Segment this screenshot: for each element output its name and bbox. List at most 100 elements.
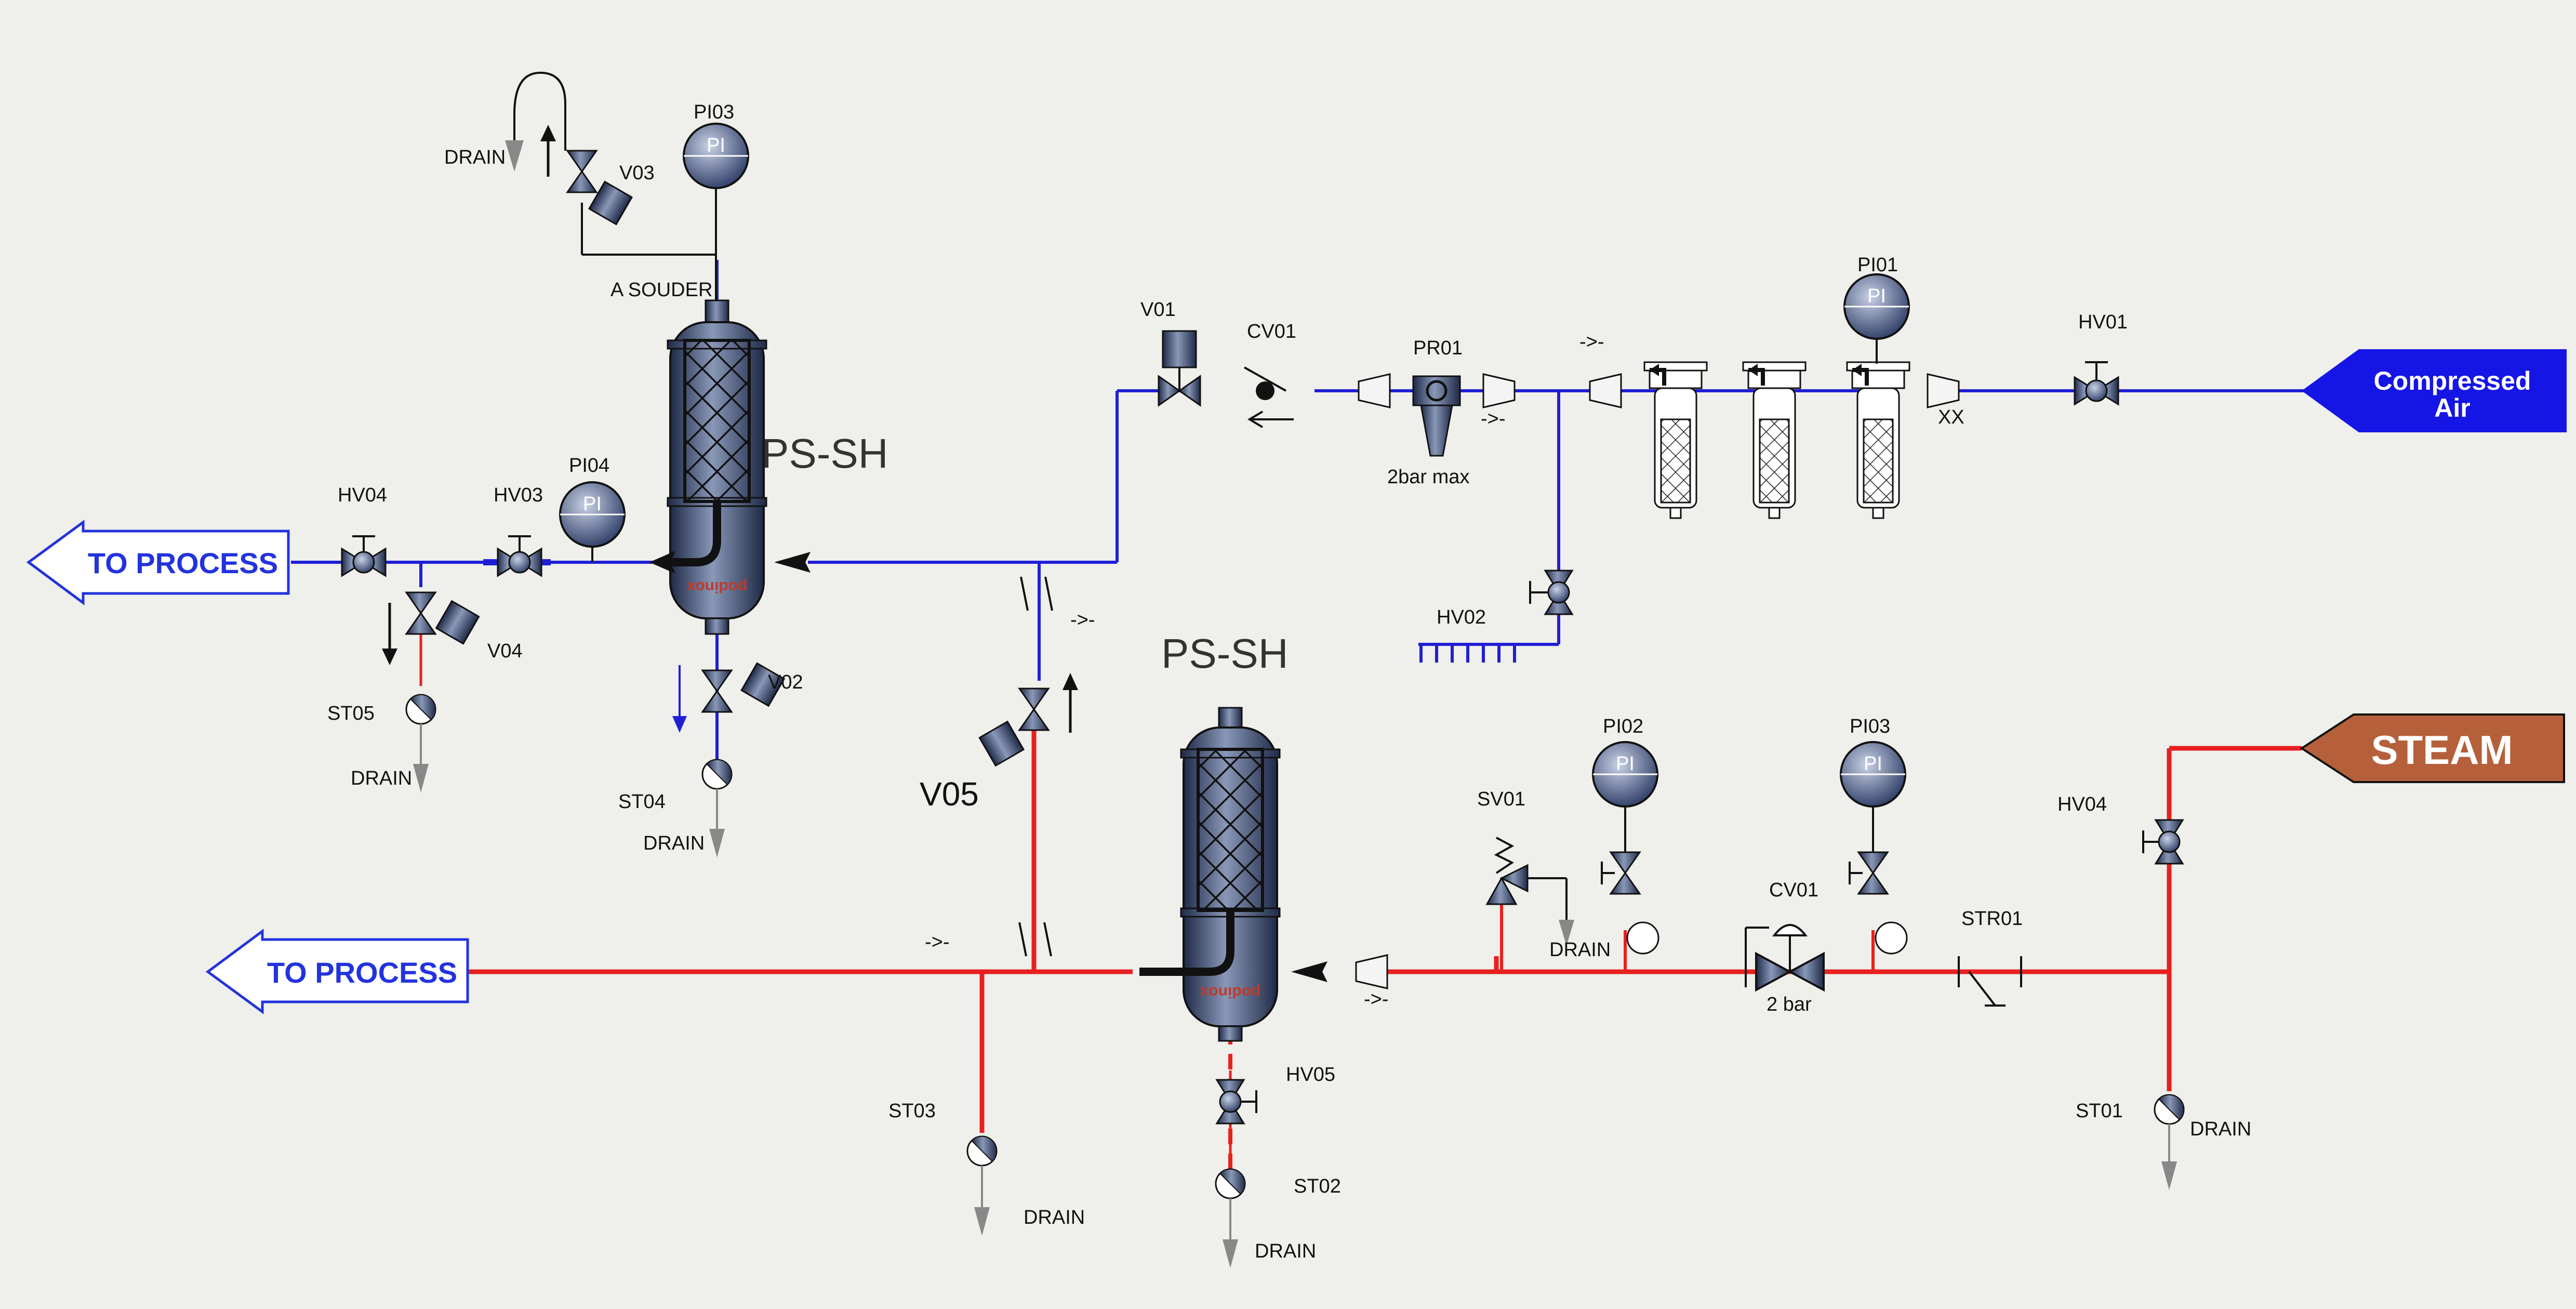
xx-label: XX [1938, 406, 1964, 428]
v05-valve[interactable] [978, 687, 1050, 767]
pi03-steam-isolation-valve[interactable] [1849, 851, 1889, 895]
st02-label: ST02 [1294, 1175, 1341, 1197]
cross-flow-arrow: ->- [1070, 609, 1095, 631]
bottom-vessel-label: PS-SH [1161, 630, 1289, 677]
st04-label: ST04 [618, 791, 666, 813]
steam-flow-arrow: ->- [1364, 988, 1389, 1010]
st02-drain-label: DRAIN [1255, 1240, 1316, 1262]
pi04-label: PI04 [569, 455, 609, 477]
pi04-gauge[interactable]: PI [559, 481, 626, 548]
compressed-air-label-1: Compressed [2374, 366, 2531, 395]
flow-arrow-label-2: ->- [1481, 408, 1506, 430]
sv01-label: SV01 [1477, 788, 1525, 810]
v03-label: V03 [619, 162, 655, 184]
hv03-label: HV03 [494, 484, 543, 506]
v03-drain-label: DRAIN [444, 147, 506, 168]
brand-label-top: podinox [686, 578, 747, 596]
steam-thin-piping [419, 613, 1232, 1154]
st03-drain-label: DRAIN [1024, 1207, 1085, 1228]
pr01-label: PR01 [1413, 337, 1463, 359]
v01-solenoid-valve[interactable] [1158, 330, 1201, 406]
compressed-air-banner: Compressed Air [2302, 349, 2567, 432]
pi02-isolation-valve[interactable] [1601, 851, 1641, 895]
pi02-label: PI02 [1603, 716, 1643, 737]
reducer-icon-4 [1358, 373, 1391, 408]
st05-label: ST05 [327, 703, 375, 724]
hv04-steam-label: HV04 [2057, 794, 2107, 815]
filter-1 [1847, 362, 1909, 518]
pi-symbol: PI [1864, 753, 1882, 775]
steam-piping [468, 728, 2302, 1133]
st04-trap-icon[interactable] [701, 759, 733, 790]
bottom-separator-vessel[interactable]: podinox [1139, 707, 1281, 1042]
v05-label: V05 [920, 775, 979, 813]
top-separator-vessel[interactable]: podinox [649, 299, 767, 635]
st03-label: ST03 [888, 1100, 936, 1122]
hv04-air-valve[interactable] [341, 535, 387, 577]
cv01-label: CV01 [1247, 321, 1296, 342]
pr01-regulator[interactable] [1412, 375, 1461, 457]
v04-valve[interactable] [405, 591, 480, 645]
pi-symbol: PI [1867, 285, 1886, 307]
reducer-icon [1927, 373, 1960, 408]
flow-arrow-label: ->- [1579, 331, 1604, 353]
cv01-steam-note: 2 bar [1767, 994, 1812, 1015]
filter-3 [1644, 362, 1707, 518]
pi03-air-gauge[interactable]: PI [683, 123, 749, 189]
to-process-bottom-banner: TO PROCESS [205, 929, 469, 1014]
hv04-steam-valve[interactable] [2142, 819, 2184, 865]
st03-trap-icon[interactable] [966, 1135, 998, 1167]
v04-label: V04 [487, 640, 523, 662]
hv05-label: HV05 [1286, 1064, 1335, 1086]
steam-label: STEAM [2371, 727, 2513, 773]
hv02-valve[interactable] [1529, 570, 1573, 615]
str01-label: STR01 [1961, 908, 2023, 930]
hv02-drain-comb [1419, 644, 1516, 663]
brand-label-bottom: podinox [1200, 984, 1260, 1001]
st04-drain-label: DRAIN [643, 832, 705, 854]
v03-valve[interactable] [566, 150, 633, 226]
pi01-label: PI01 [1857, 254, 1898, 276]
filter-2 [1743, 362, 1805, 518]
hv04-air-label: HV04 [338, 484, 387, 506]
str01-strainer[interactable] [1958, 956, 2022, 1007]
pi03-steam-gauge[interactable]: PI [1840, 741, 1906, 808]
sv01-drain-label: DRAIN [1549, 939, 1611, 961]
v02-label: V02 [768, 671, 803, 693]
v01-label: V01 [1140, 299, 1176, 321]
steam-reducer-icon [1355, 954, 1388, 989]
reducer-icon-2 [1589, 373, 1622, 408]
v02-valve[interactable] [701, 662, 786, 713]
st02-trap-icon[interactable] [1215, 1168, 1246, 1199]
st01-label: ST01 [2076, 1100, 2123, 1122]
compressed-air-label-2: Air [2434, 393, 2470, 422]
pi01-gauge[interactable]: PI [1843, 273, 1910, 340]
pi-symbol: PI [583, 493, 602, 515]
pi03-air-label: PI03 [694, 101, 734, 123]
pr01-note: 2bar max [1387, 466, 1469, 488]
to-process-top-banner: TO PROCESS [26, 520, 290, 605]
cv01-check-valve[interactable] [1244, 366, 1294, 428]
hv02-label: HV02 [1437, 606, 1486, 628]
cv01-steam-control-valve[interactable] [1745, 924, 1825, 992]
st05-trap-icon[interactable] [405, 694, 436, 725]
hv05-valve[interactable] [1216, 1079, 1257, 1125]
pi-symbol: PI [707, 135, 725, 156]
cv01-steam-label: CV01 [1769, 879, 1818, 901]
steam-left-flow-arrow: ->- [925, 931, 950, 953]
steam-banner: STEAM [2300, 713, 2565, 783]
hv03-valve[interactable] [497, 535, 542, 577]
reducer-icon-3 [1482, 373, 1516, 408]
st05-drain-label: DRAIN [351, 768, 412, 789]
hv01-valve[interactable] [2074, 361, 2119, 405]
sv01-safety-valve[interactable] [1485, 837, 1568, 922]
to-process-bottom-label: TO PROCESS [267, 956, 457, 989]
weld-note-label: A SOUDER [610, 279, 712, 301]
to-process-top-label: TO PROCESS [88, 547, 278, 579]
pi-symbol: PI [1616, 753, 1635, 775]
break-marks [1018, 576, 1053, 957]
pi02-gauge[interactable]: PI [1592, 741, 1658, 808]
hv01-label: HV01 [2078, 311, 2128, 333]
st01-trap-icon[interactable] [2154, 1094, 2185, 1125]
